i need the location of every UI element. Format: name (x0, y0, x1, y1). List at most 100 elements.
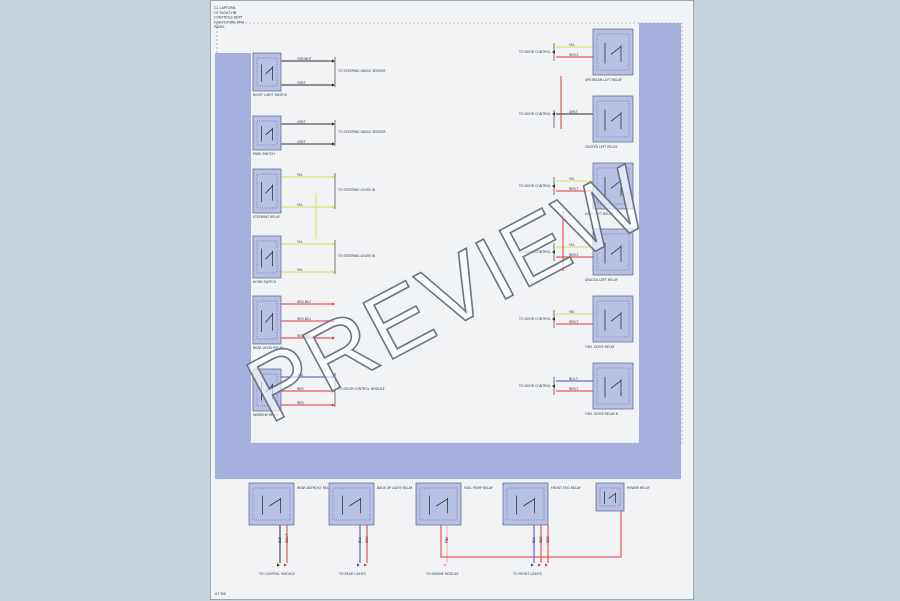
component-inner-frame (596, 33, 630, 71)
left-relay-label: RIGHT LIGHT SWITCH (253, 93, 288, 97)
left-wire-code: GRY-WHT (297, 57, 312, 61)
component-box (592, 162, 634, 210)
component-inner-frame (256, 300, 278, 340)
component-inner-frame (596, 233, 630, 271)
component-inner-frame (596, 100, 630, 138)
component-box (592, 95, 634, 143)
bottom-dest-label: TO CONTROL MODULE (258, 572, 295, 576)
switch-contact (265, 128, 273, 135)
switch-contact (608, 493, 616, 499)
wire-arrow (545, 563, 548, 567)
component-inner-frame (332, 487, 371, 521)
wires-layer: GRY-WHT GRY-T TO STEERING ANGLE SENSOR GRY-… (258, 43, 622, 576)
switch-contact (265, 185, 273, 194)
component-box (248, 482, 295, 526)
wire-arrow (332, 59, 335, 63)
right-src-label: TO DOOR CONTROL (518, 250, 551, 254)
wire-arrow (332, 270, 335, 274)
left-relay-label: PARK SWITCH (253, 152, 275, 156)
right-wire-code: YEL (569, 243, 575, 247)
right-wire-code: RED-T (569, 320, 579, 324)
bottom-wire-code: RED (365, 536, 369, 543)
right-wire-code: YEL (569, 177, 575, 181)
right-relay-2 (592, 95, 634, 143)
left-relay-2 (252, 115, 282, 151)
wire-arrow (332, 375, 335, 379)
bottom-wire-code: RED-T (285, 533, 289, 543)
wire-arrow (332, 83, 335, 87)
wire-arrow (332, 389, 335, 393)
wire-arrow (332, 205, 335, 209)
bottom-wire-code: BLK (278, 536, 282, 543)
left-wire-code: GRY-T (297, 120, 306, 124)
wire-arrow (332, 336, 335, 340)
right-wire-code: RED-T (569, 53, 579, 57)
left-relay-5 (252, 295, 282, 345)
header-note-line: PANEL (214, 25, 225, 29)
component-box (592, 228, 634, 276)
left-dest-label: TO DOOR CONTROL MODULE (337, 387, 385, 391)
right-wire-code: RED-T (569, 253, 579, 257)
wire-arrow (332, 122, 335, 126)
wire-arrow (357, 563, 360, 567)
right-relay-5 (592, 295, 634, 343)
switch-contact (265, 67, 273, 75)
switch-contact (265, 384, 273, 393)
wire-arrow (552, 384, 555, 388)
left-relay-6 (252, 368, 282, 412)
wire-arrow (364, 563, 367, 567)
switch-contact (269, 498, 281, 507)
component-box (502, 482, 549, 526)
left-relay-label: REAR LEVEL RELAY (253, 346, 283, 350)
switch-contact (610, 46, 622, 55)
component-inner-frame (596, 367, 630, 405)
bottom-dest-label: TO FRONT LIGHTS (512, 572, 542, 576)
component-box (595, 482, 625, 512)
bottom-relay-label: POWER RELAY (627, 486, 650, 490)
component-inner-frame (599, 487, 621, 507)
left-wire-code: RED-BLU (297, 300, 312, 304)
component-box (252, 295, 282, 345)
switch-contact (610, 246, 622, 255)
right-wire-code: YEL (569, 43, 575, 47)
left-wire-code: GRY-T (297, 140, 306, 144)
left-relay-label: STEERING RELAY (253, 215, 280, 219)
wire-arrow (531, 563, 534, 567)
right-wire-code: RED-T (569, 387, 579, 391)
bottom-relay-2 (328, 482, 375, 526)
left-relay-3 (252, 168, 282, 214)
right-relay-6 (592, 362, 634, 410)
right-relay-label: LOCK LEFT RELAY (585, 212, 613, 216)
wire-arrow (277, 563, 280, 567)
right-relay-3 (592, 162, 634, 210)
right-relay-label: CENTER LEFT RELAY (585, 145, 617, 149)
right-wire-code: RED-T (569, 187, 579, 191)
bottom-wire-code: RED (546, 536, 550, 543)
right-src-label: TO DOOR CONTROL (518, 50, 551, 54)
component-inner-frame (256, 120, 278, 146)
left-dest-label: TO STEERING LEVER IN (337, 188, 376, 192)
switch-contact (436, 498, 448, 507)
right-src-label: TO DOOR CONTROL (518, 112, 551, 116)
bottom-wire-code: RED (539, 536, 543, 543)
left-dest-label: TO STEERING ANGLE SENSOR (337, 130, 386, 134)
bottom-dest-label: TO ENGINE MODULE (425, 572, 459, 576)
left-wire-code: YEL (297, 173, 303, 177)
wire-arrow (538, 563, 541, 567)
bottom-wire-code: PNK (445, 536, 449, 543)
switch-contact (349, 498, 361, 507)
wire-arrow (332, 242, 335, 246)
component-box (252, 368, 282, 412)
component-inner-frame (596, 300, 630, 338)
left-wire-code: RED (297, 387, 304, 391)
right-relay-label: UNLOCK LEFT RELAY (585, 278, 618, 282)
left-wire-code: YEL (297, 203, 303, 207)
bottom-relay-label: FRONT FOG RELAY (551, 486, 581, 490)
header-note-line: CONTROLS DEPT (214, 16, 244, 20)
wire-arrow (332, 175, 335, 179)
header-note-line: C2 LAPTURN (214, 6, 236, 10)
component-box (415, 482, 462, 526)
bottom-dest-label: TO REAR LIGHTS (338, 572, 366, 576)
bottom-relay-1 (248, 482, 295, 526)
